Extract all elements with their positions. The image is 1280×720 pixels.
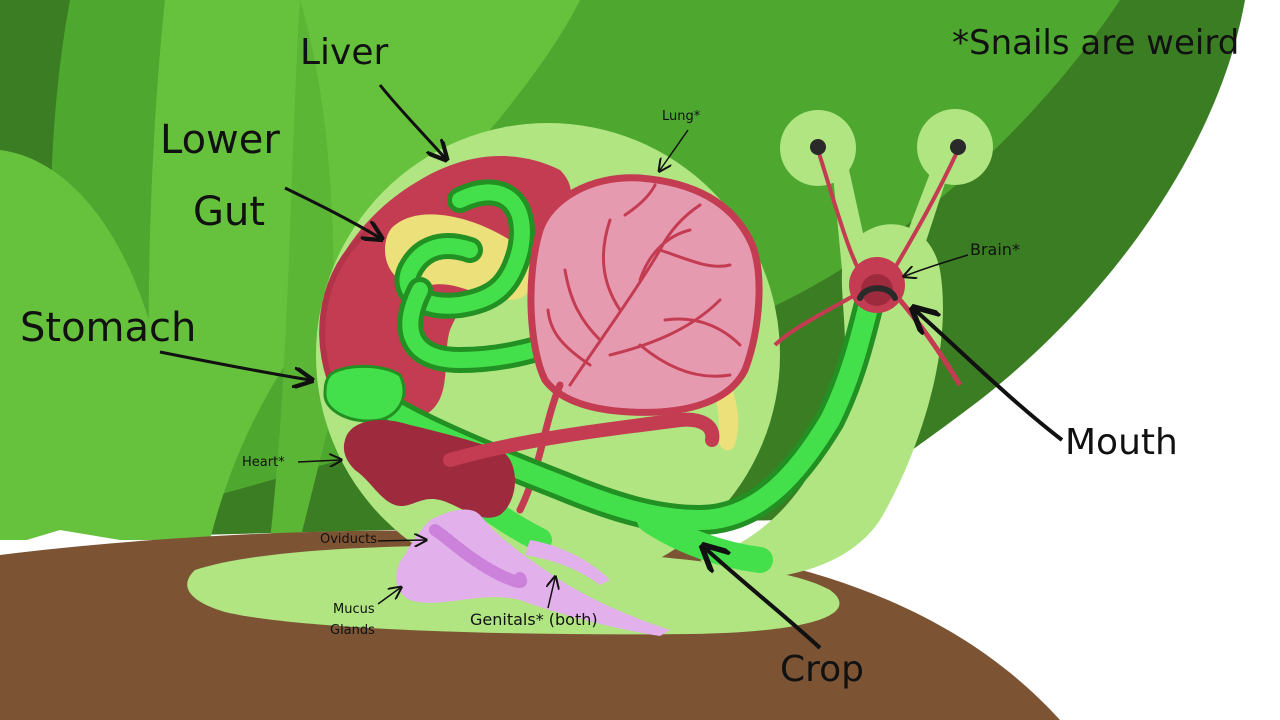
leaf-blade-center [148,0,581,540]
liver-arrow [378,84,445,158]
genitals-label: Genitals* (both) [470,610,598,629]
lower-left-tentacle-nerve [773,293,856,347]
mucus-glands-label-line2: Glands [330,623,375,638]
oviducts [429,524,528,588]
heart-label: Heart* [242,455,285,470]
mucus-glands-arrow [377,588,400,605]
heart-vessel [443,412,720,467]
lung-arrow [660,129,689,170]
genitals [396,509,670,636]
lung-veins [546,183,742,387]
genital-duct [525,540,610,585]
mouth-opening [857,285,898,301]
left-eye [810,139,826,155]
lower-gut-label-line1: Lower [160,117,280,163]
crop-arrow [705,548,822,650]
stomach [323,364,406,423]
leaf-blade-vein [270,0,334,540]
leaf-blade-left [0,150,180,540]
heart [343,420,515,518]
left-eye-stalk [832,165,870,270]
genitals-arrow [548,578,555,609]
lower-gut-label-line2: Gut [193,189,266,235]
oviducts-arrow [377,540,425,541]
snail-head-neck [700,224,943,580]
crop-label: Crop [780,649,865,690]
brain-arrow [905,254,969,276]
mucus-glands-label-line1: Mucus [333,602,375,617]
snails-are-weird-note: *Snails are weird [952,23,1240,63]
liver-label: Liver [300,32,389,73]
lower-gut-arrow [284,186,380,238]
ground-gap [0,530,120,548]
heart-arrow [297,460,340,462]
stomach-label: Stomach [20,305,197,351]
liver-edge [319,227,372,381]
right-eye [950,139,966,155]
lung [527,174,763,416]
mouth-arrow [915,310,1064,442]
stomach-arrow [159,350,310,380]
lower-gut [399,184,530,314]
brain-label: Brain* [970,240,1020,259]
lung-label: Lung* [662,109,701,124]
mouth-label: Mouth [1065,422,1178,463]
oviducts-label: Oviducts [320,532,378,547]
